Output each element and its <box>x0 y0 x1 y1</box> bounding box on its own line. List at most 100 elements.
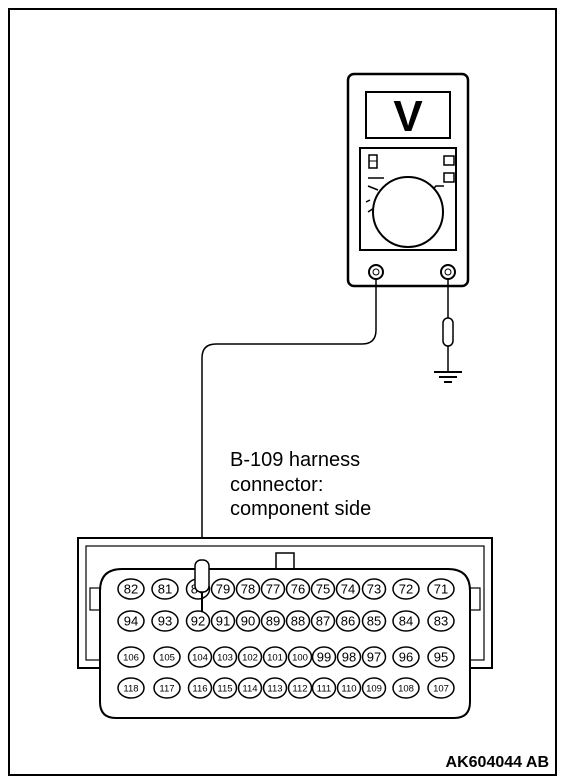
reference-code: AK604044 AB <box>446 754 549 771</box>
pin-label-115: 115 <box>217 684 232 695</box>
pin-cavity-81 <box>151 578 179 600</box>
pin-cavity-105 <box>153 646 181 668</box>
pin-cavity-74 <box>335 578 361 600</box>
pin-cavity-109 <box>361 677 387 699</box>
ground-lead <box>434 279 462 383</box>
positive-probe <box>194 559 210 612</box>
pin-label-105: 105 <box>159 653 175 664</box>
pin-label-118: 118 <box>123 684 138 695</box>
pin-label-114: 114 <box>242 684 257 695</box>
connector-lock-tab <box>275 552 295 570</box>
pin-label-99: 99 <box>317 650 331 665</box>
pin-cavity-115 <box>212 677 238 699</box>
pin-cavity-107 <box>427 677 455 699</box>
pin-label-109: 109 <box>366 684 382 695</box>
pin-cavity-99 <box>311 646 337 668</box>
pin-cavity-103 <box>212 646 238 668</box>
negative-terminal <box>440 264 456 280</box>
pin-label-82: 82 <box>124 582 138 597</box>
pin-label-73: 73 <box>367 582 381 597</box>
pin-label-71: 71 <box>434 582 448 597</box>
connector-pins: 8281807978777675747372719493929190898887… <box>117 578 455 699</box>
pin-cavity-86 <box>335 610 361 632</box>
pin-cavity-98 <box>336 646 362 668</box>
pin-label-104: 104 <box>192 653 208 664</box>
pin-label-78: 78 <box>241 582 255 597</box>
pin-cavity-111 <box>311 677 337 699</box>
pin-label-91: 91 <box>216 614 230 629</box>
pin-cavity-106 <box>117 646 145 668</box>
pin-cavity-71 <box>427 578 455 600</box>
pin-cavity-89 <box>260 610 286 632</box>
display-symbol: V <box>393 92 423 141</box>
pin-cavity-95 <box>427 646 455 668</box>
pin-label-90: 90 <box>241 614 255 629</box>
positive-terminal-core <box>372 268 380 276</box>
connector-label-line-3: component side <box>230 498 371 520</box>
pin-cavity-72 <box>392 578 420 600</box>
pin-label-117: 117 <box>159 684 174 695</box>
pin-label-81: 81 <box>158 582 172 597</box>
pin-label-84: 84 <box>399 614 413 629</box>
pin-label-92: 92 <box>191 614 205 629</box>
pin-cavity-93 <box>151 610 179 632</box>
pin-cavity-77 <box>260 578 286 600</box>
pin-cavity-92 <box>185 610 211 632</box>
pin-label-89: 89 <box>266 614 280 629</box>
pin-cavity-110 <box>336 677 362 699</box>
pin-label-83: 83 <box>434 614 448 629</box>
pin-label-98: 98 <box>342 650 356 665</box>
pin-cavity-78 <box>235 578 261 600</box>
pin-label-102: 102 <box>242 653 258 664</box>
pin-cavity-85 <box>361 610 387 632</box>
pin-cavity-82 <box>117 578 145 600</box>
connector-label-line-1: B-109 harness <box>230 449 360 471</box>
pin-cavity-104 <box>187 646 213 668</box>
pin-label-93: 93 <box>158 614 172 629</box>
negative-terminal-core <box>444 268 452 276</box>
pin-label-94: 94 <box>124 614 138 629</box>
pin-label-76: 76 <box>291 582 305 597</box>
pin-cavity-84 <box>392 610 420 632</box>
positive-lead-wire <box>201 279 377 560</box>
pin-label-95: 95 <box>434 650 448 665</box>
positive-probe-body <box>194 559 210 593</box>
pin-cavity-108 <box>392 677 420 699</box>
connector-label-line-2: connector: <box>230 474 323 496</box>
pin-label-100: 100 <box>292 653 308 664</box>
multimeter: V <box>346 72 470 288</box>
pin-label-97: 97 <box>367 650 381 665</box>
hold-button-icon <box>443 172 455 183</box>
pin-cavity-75 <box>310 578 336 600</box>
pin-label-87: 87 <box>316 614 330 629</box>
selector-dial <box>372 176 444 248</box>
pin-cavity-83 <box>427 610 455 632</box>
pin-label-116: 116 <box>192 684 207 695</box>
multimeter-display <box>365 91 451 139</box>
pin-label-86: 86 <box>341 614 355 629</box>
pin-cavity-116 <box>187 677 213 699</box>
pin-cavity-90 <box>235 610 261 632</box>
pin-cavity-87 <box>310 610 336 632</box>
pin-label-103: 103 <box>217 653 233 664</box>
pin-cavity-94 <box>117 610 145 632</box>
pin-cavity-113 <box>262 677 288 699</box>
pin-cavity-102 <box>237 646 263 668</box>
pin-label-75: 75 <box>316 582 330 597</box>
pin-label-106: 106 <box>123 653 139 664</box>
pin-label-113: 113 <box>267 684 282 695</box>
ground-probe <box>442 317 454 347</box>
pin-cavity-118 <box>117 677 145 699</box>
pin-cavity-88 <box>285 610 311 632</box>
pin-label-101: 101 <box>267 653 283 664</box>
pin-label-79: 79 <box>216 582 230 597</box>
pin-cavity-114 <box>237 677 263 699</box>
pin-cavity-73 <box>361 578 387 600</box>
pin-cavity-100 <box>287 646 313 668</box>
range-button-icon <box>443 155 455 166</box>
pin-label-112: 112 <box>292 684 307 695</box>
pin-label-108: 108 <box>398 684 414 695</box>
pin-label-107: 107 <box>433 684 449 695</box>
pin-cavity-76 <box>285 578 311 600</box>
